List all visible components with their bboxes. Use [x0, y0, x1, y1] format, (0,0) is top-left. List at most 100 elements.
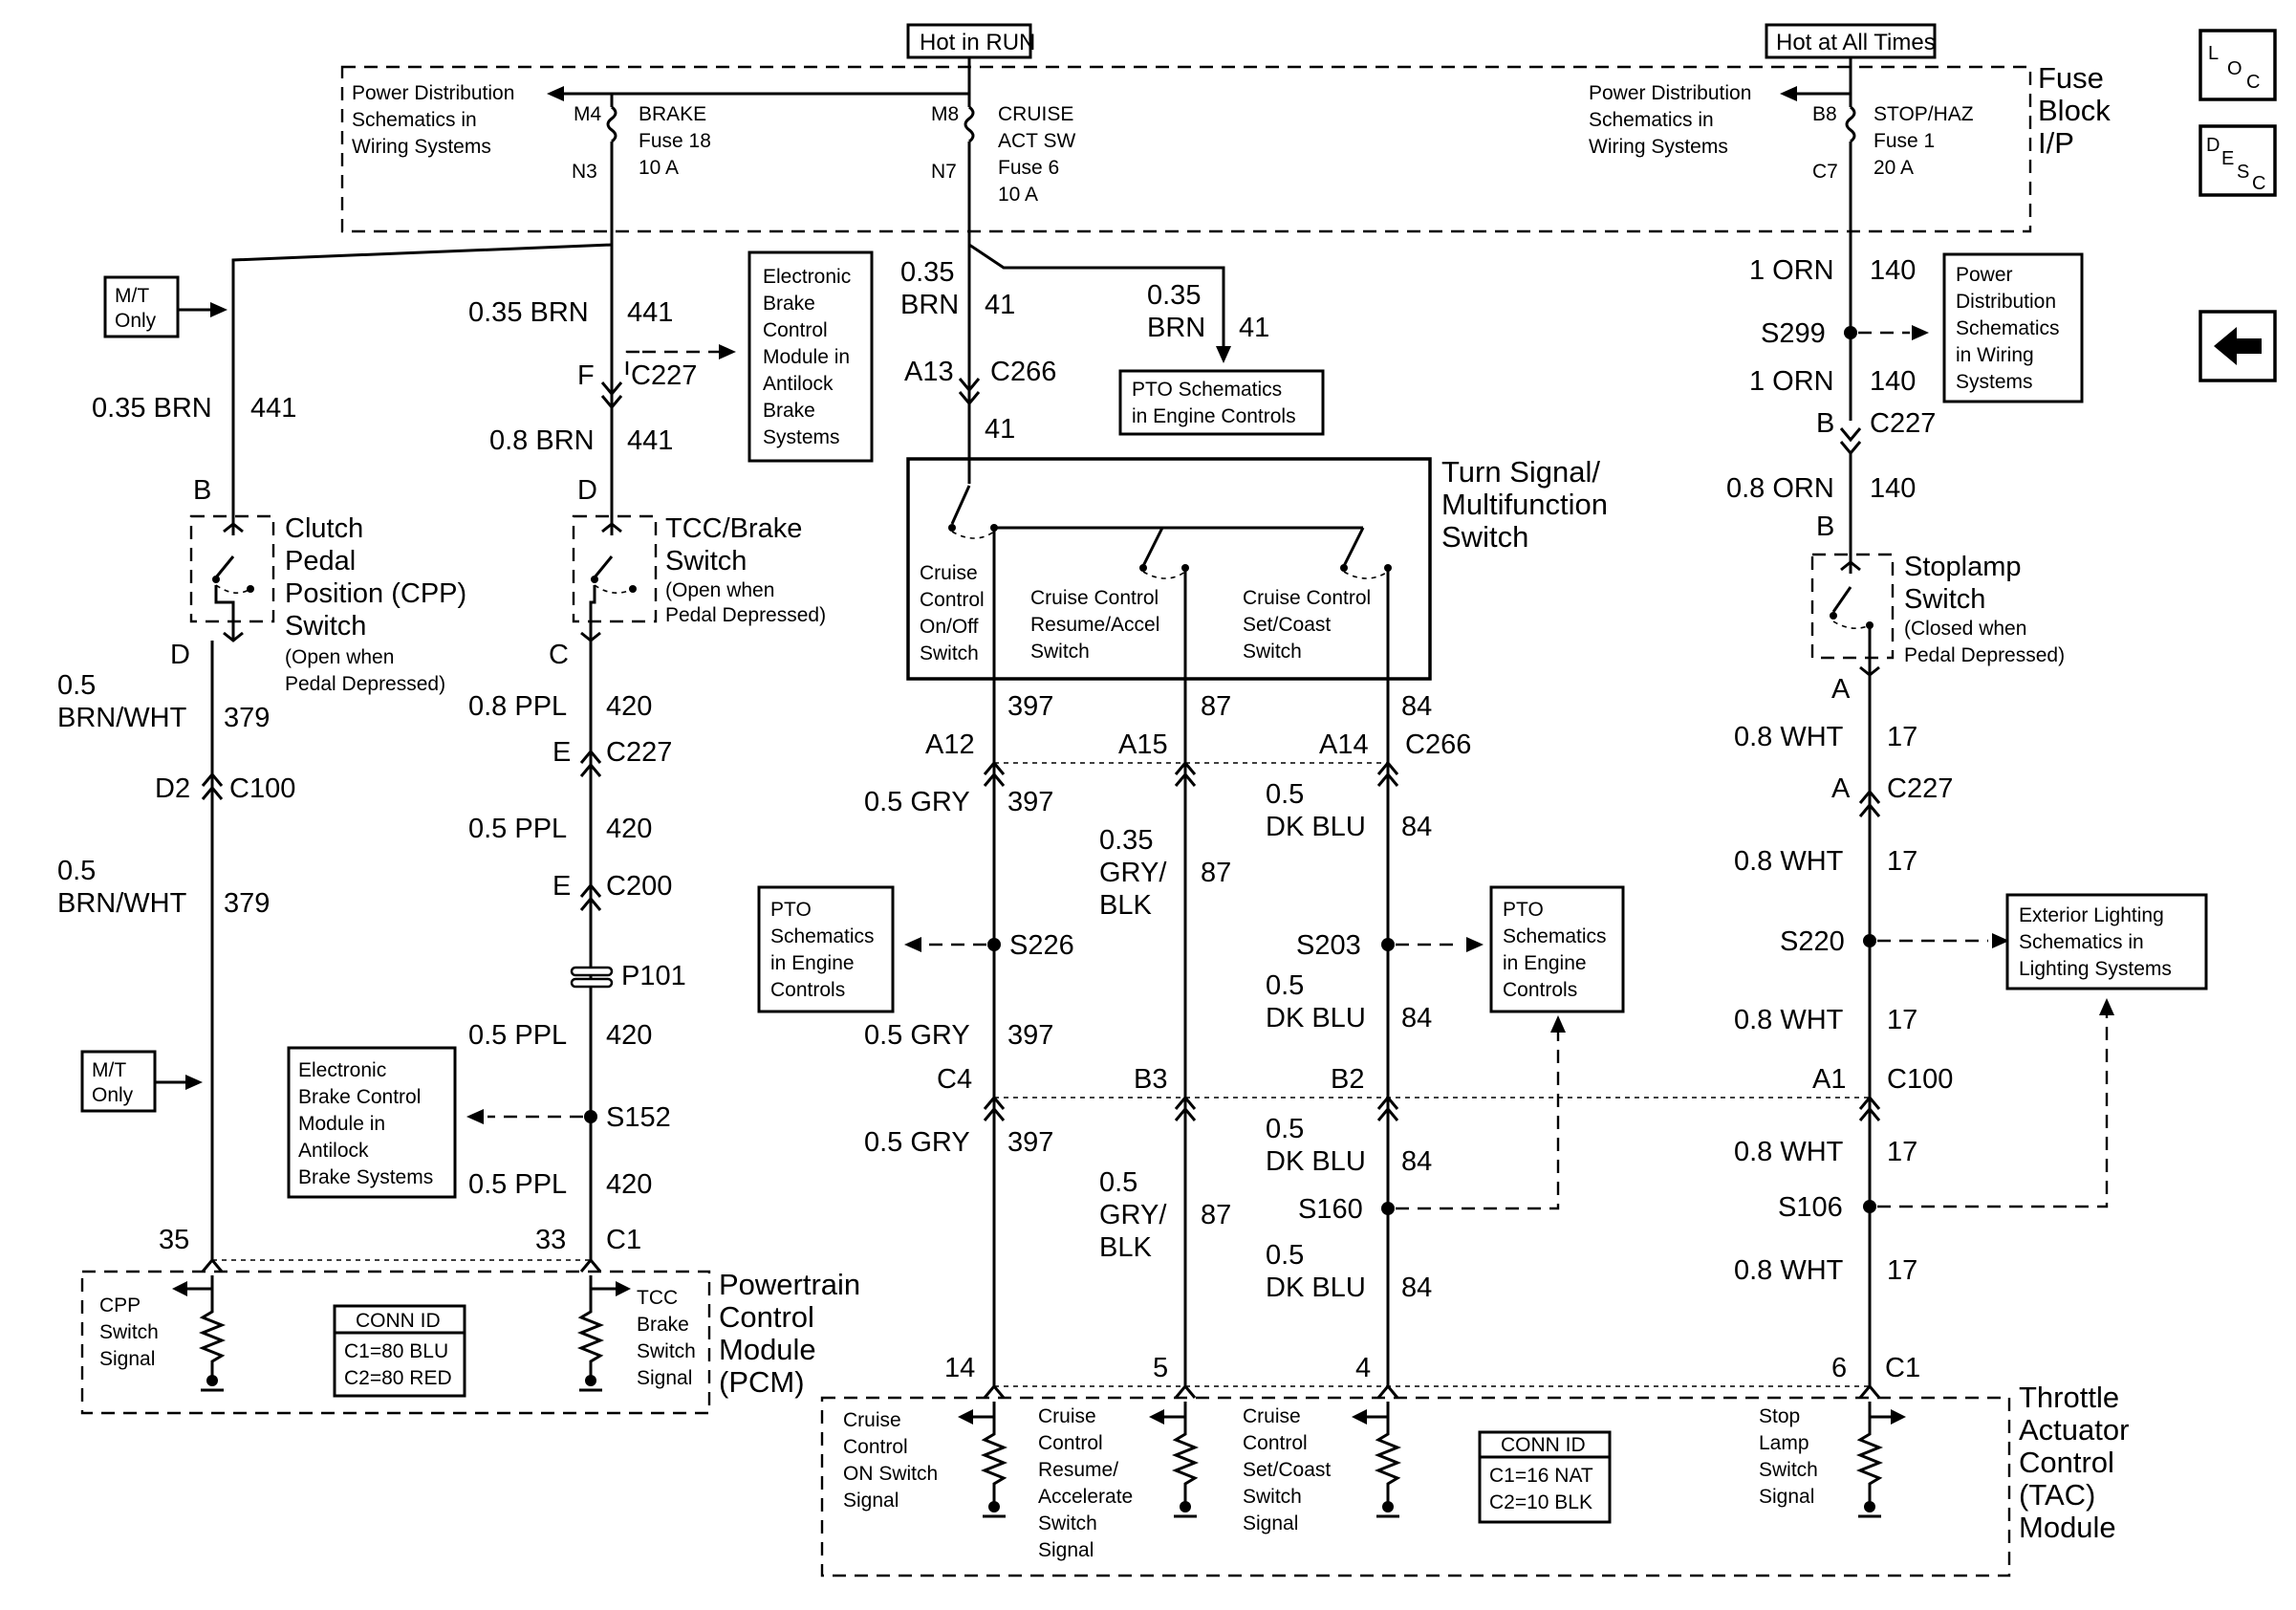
tac-set-resistor-icon [1374, 1402, 1402, 1503]
circuit-87-label: 87 [1201, 691, 1231, 722]
stoplamp-switch-enclosure [1810, 553, 1895, 660]
stoplamp-note-2: Pedal Depressed) [1904, 644, 2065, 666]
tcc-signal-4: Signal [637, 1367, 692, 1389]
stop-w8-circuit: 17 [1887, 1255, 1917, 1286]
pto-wire-size: 0.35 [1147, 280, 1201, 311]
brake-fuse-out-pin: N3 [572, 161, 597, 183]
fuse-right-note-3: Wiring Systems [1589, 136, 1728, 158]
pto-box-top [1118, 369, 1325, 436]
w84-4-size: 0.5 [1266, 1240, 1304, 1271]
tac-stop-2: Lamp [1759, 1432, 1809, 1454]
tac-res-3: Resume/ [1038, 1459, 1118, 1481]
col1-wire-a-label: 0.35 BRN [92, 393, 212, 424]
resume-label-3: Switch [1030, 641, 1090, 663]
tcc-switch-contact [593, 555, 614, 578]
tac-title-2: Actuator [2019, 1413, 2129, 1447]
desc-button[interactable]: D E S C [2199, 124, 2277, 197]
fuse-block-enclosure [340, 65, 2032, 233]
s152-splice [584, 1110, 597, 1123]
pd-box-5: Systems [1956, 371, 2033, 393]
pto-box-right [1489, 885, 1625, 1013]
col2-wire-e-circuit: 420 [606, 1020, 652, 1051]
stop-w1-circuit: 140 [1870, 255, 1916, 286]
tac-res-resistor-icon [1171, 1402, 1200, 1503]
w397-2-circuit: 397 [1007, 1020, 1053, 1051]
s106-label: S106 [1778, 1192, 1843, 1223]
col2-wire-f-circuit: 420 [606, 1169, 652, 1200]
col2-pin-e2: E [552, 871, 571, 902]
hot-all-times-box [1765, 23, 1937, 59]
col2-pin-c: C [549, 640, 569, 670]
ebcm1-line-7: Systems [763, 426, 840, 448]
stop-conn-b1: C227 [1870, 408, 1936, 439]
loc-letter-c: C [2246, 72, 2260, 93]
circuit-84-label: 84 [1401, 691, 1432, 722]
col2-pin-f: F [577, 360, 595, 391]
w87-1-size: 0.35 [1099, 825, 1153, 856]
col1-wire-b-circuit: 379 [224, 703, 270, 733]
resume-label-2: Resume/Accel [1030, 614, 1159, 636]
cruise-circuit-b: 41 [985, 414, 1015, 445]
tcc-title-2: Switch [665, 546, 747, 577]
tac-conn-c1: C1 [1885, 1353, 1920, 1383]
w84-1-color: DK BLU [1266, 812, 1366, 842]
ebcm1-line-5: Antilock [763, 373, 834, 395]
stoplamp-title-2: Switch [1904, 584, 1985, 615]
cpp-title-4: Switch [285, 611, 366, 642]
w87-1-circuit: 87 [1201, 858, 1231, 888]
onoff-label-1: Cruise [920, 562, 978, 584]
w84-4-circuit: 84 [1401, 1273, 1432, 1303]
hot-in-run-box [906, 23, 1032, 59]
stop-fuse-symbol [1845, 105, 1856, 143]
tcc-note-2: Pedal Depressed) [665, 604, 826, 626]
cruise-wire-a-size: 0.35 [900, 257, 954, 288]
w397-3-label: 0.5 GRY [864, 1127, 970, 1158]
tac-res-5: Switch [1038, 1512, 1097, 1534]
stop-pin-a1c: A1 [1812, 1064, 1846, 1095]
col2-conn-f: C227 [631, 360, 697, 391]
col2-splice: S152 [606, 1102, 671, 1133]
cpp-ground-icon [206, 1375, 218, 1386]
hot-all-times-label: Hot at All Times [1776, 30, 1936, 55]
tac-pin-6: 6 [1831, 1353, 1847, 1383]
ebcm2-line-4: Antilock [298, 1140, 369, 1162]
back-button[interactable] [2199, 310, 2277, 382]
cpp-note-2: Pedal Depressed) [285, 673, 445, 695]
tac-on-resistor-icon [980, 1402, 1008, 1503]
col1-wire-b-color: BRN/WHT [57, 703, 187, 733]
stop-fuse-in-pin: B8 [1812, 103, 1837, 125]
pto-right-4: Controls [1503, 979, 1577, 1001]
tcc-signal-arrow-icon [616, 1281, 631, 1296]
w87-2-color-b: BLK [1099, 1232, 1152, 1263]
loc-button[interactable]: L O C [2199, 29, 2277, 101]
tcc-signal-3: Switch [637, 1340, 696, 1362]
w397-3-circuit: 397 [1007, 1127, 1053, 1158]
cruise-fuse-rating: 10 A [998, 184, 1038, 206]
stop-fuse-rating: 20 A [1874, 157, 1914, 179]
set-label-1: Cruise Control [1243, 587, 1371, 609]
cruise-conn-a13: C266 [990, 357, 1056, 387]
ebcm2-line-5: Brake Systems [298, 1166, 433, 1188]
set-label-2: Set/Coast [1243, 614, 1331, 636]
tac-on-2: Control [843, 1436, 908, 1458]
mt-only-2-line2: Only [92, 1084, 134, 1106]
ebcm1-line-4: Module in [763, 346, 850, 368]
col2-wire-c-circuit: 420 [606, 691, 652, 722]
stop-conn-c100: C100 [1887, 1064, 1953, 1095]
mt-only-box-2 [80, 1050, 157, 1113]
w84-3-color: DK BLU [1266, 1146, 1366, 1177]
pto-right-3: in Engine [1503, 952, 1587, 974]
turn-signal-switch-box [906, 457, 1432, 681]
tac-pin-14: 14 [944, 1353, 975, 1383]
stop-pin-a2: A [1831, 773, 1851, 804]
ebcm1-line-1: Electronic [763, 266, 851, 288]
stop-w4-label: 0.8 WHT [1734, 722, 1844, 752]
conn-c266: C266 [1405, 729, 1471, 760]
pd-box-2: Distribution [1956, 291, 2056, 313]
col2-conn-e2: C200 [606, 871, 672, 902]
w84-2-size: 0.5 [1266, 970, 1304, 1001]
set-switch-contact [1342, 527, 1365, 567]
tcc-ground-icon [585, 1375, 596, 1386]
